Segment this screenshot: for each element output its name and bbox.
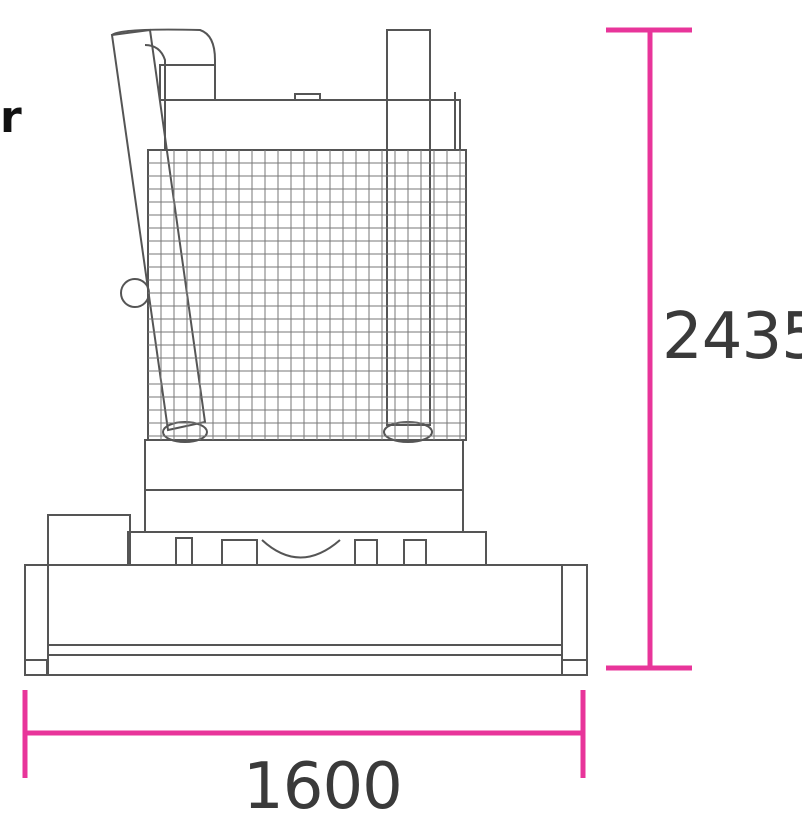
engine-block	[144, 439, 464, 533]
radiator-top	[164, 99, 461, 151]
cropped-label-letter: r	[0, 92, 22, 143]
control-box	[47, 514, 131, 566]
base-frame	[24, 564, 588, 676]
radiator-grid	[148, 150, 466, 440]
base-foot-left	[24, 659, 48, 676]
base-foot-right	[561, 659, 588, 676]
height-dimension-label: 2435	[662, 300, 802, 374]
base-left-post	[24, 564, 49, 676]
engine-bed	[127, 531, 487, 566]
dimension-lines	[22, 27, 692, 778]
exhaust-pipe	[110, 28, 207, 432]
generator-outline	[24, 28, 588, 676]
fill-cap	[294, 93, 321, 101]
side-fitting	[120, 278, 150, 308]
base-right-post	[561, 564, 588, 676]
exhaust-elbow	[111, 28, 216, 101]
width-dimension-label: 1600	[243, 750, 402, 823]
